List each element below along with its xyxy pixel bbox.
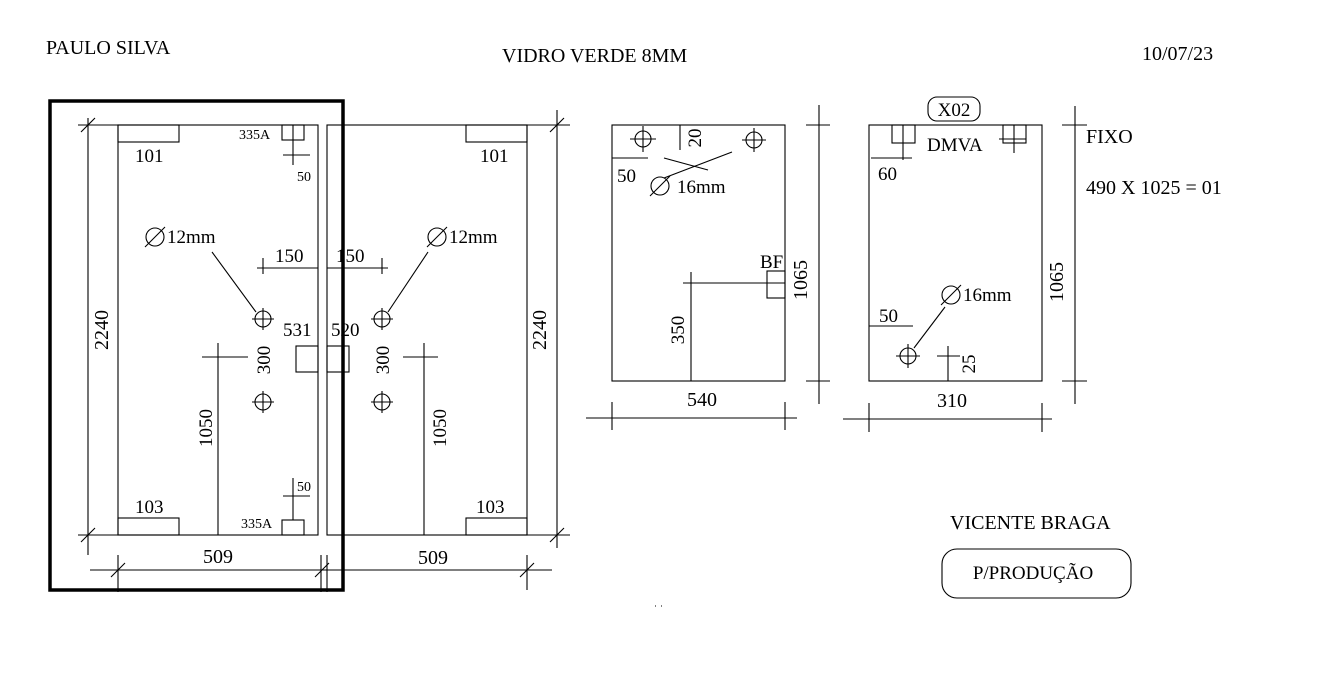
left-top-patch-label: 101 [135,146,164,167]
left-bottom-patch-label: 103 [135,497,164,518]
right-width-dim: 509 [418,547,448,569]
panel-540-diameter-icon [650,176,670,196]
panel-310-fitting-offset: 60 [878,164,897,185]
panel-540-height: 1065 [790,260,812,300]
drawing-date: 10/07/23 [1142,43,1213,65]
panel-310-hole-bottom: 25 [959,355,980,374]
material-title: VIDRO VERDE 8MM [502,45,687,67]
left-height-dim: 2240 [91,310,113,350]
panel-540-leader-a [663,157,709,171]
right-pane-outline [326,124,528,536]
panel-310-width: 310 [937,390,967,412]
panel-540: 540 1065 20 50 16mm BF 350 [586,105,830,430]
left-hinge-bottom-offset: 50 [297,480,311,495]
right-bottom-patch [465,517,528,536]
panel-540-leader-b [663,151,733,179]
right-height-dim: 2240 [529,310,551,350]
right-hole-leader [387,251,429,313]
left-pane: 2240 509 101 103 335A 50 335A 50 12mm [78,117,330,592]
panel-540-fitting-height: 350 [668,316,689,345]
panel-310-hole-leader [913,306,946,349]
right-pane: 2240 509 101 103 12mm 150 300 1050 [314,110,570,592]
left-lock-dim: 531 [283,320,312,341]
right-handle-height: 1050 [430,409,451,447]
panel-310-hole-side: 50 [879,306,898,327]
right-bottom-patch-label: 103 [476,497,505,518]
right-diameter-icon [427,227,447,247]
right-top-patch-label: 101 [480,146,509,167]
right-lock-dim: 520 [331,320,360,341]
left-bottom-patch [117,517,180,536]
left-hinge-bottom-label: 335A [241,517,273,532]
left-hole-leader [211,251,257,313]
left-lock [295,345,319,373]
note-type: FIXO [1086,126,1133,148]
right-lock [326,345,350,373]
right-top-patch [465,124,528,143]
left-hinge-bottom [281,519,305,536]
left-diameter-icon [145,227,165,247]
status-label: P/PRODUÇÃO [973,562,1093,584]
left-hinge-top-label: 335A [239,128,271,143]
left-hinge-top-offset: 50 [297,170,311,185]
panel-540-side-offset: 50 [617,166,636,187]
right-hole-label: 12mm [449,227,498,248]
panel-540-outline [611,124,786,382]
panel-310-diameter-icon [941,285,961,305]
left-hole-offset: 150 [275,246,304,267]
panel-540-bf-fitting [766,270,786,299]
panel-540-top-offset: 20 [685,129,706,148]
panel-540-fitting: BF [760,252,783,273]
panel-310-tag: X02 [938,100,971,121]
panel-310-fitting: DMVA [927,135,983,156]
author-name: VICENTE BRAGA [950,512,1111,534]
left-top-patch [117,124,180,143]
panel-310-outline [868,124,1043,382]
panel-310-tag-box [927,96,981,122]
panel-540-width: 540 [687,389,717,411]
left-width-dim: 509 [203,546,233,568]
left-hole-label: 12mm [167,227,216,248]
status-badge [941,548,1132,599]
right-hole-spacing: 300 [373,346,394,375]
panel-310-hole-label: 16mm [963,285,1012,306]
left-handle-height: 1050 [196,409,217,447]
right-hole-offset: 150 [336,246,365,267]
client-name: PAULO SILVA [46,37,171,59]
panel-310-height: 1065 [1046,262,1068,302]
left-hole-spacing: 300 [254,346,275,375]
panel-540-hole-label: 16mm [677,177,726,198]
panel-310: X02 DMVA 60 310 1065 16mm 50 25 [843,96,1087,432]
note-spec: 490 X 1025 = 01 [1086,177,1222,199]
